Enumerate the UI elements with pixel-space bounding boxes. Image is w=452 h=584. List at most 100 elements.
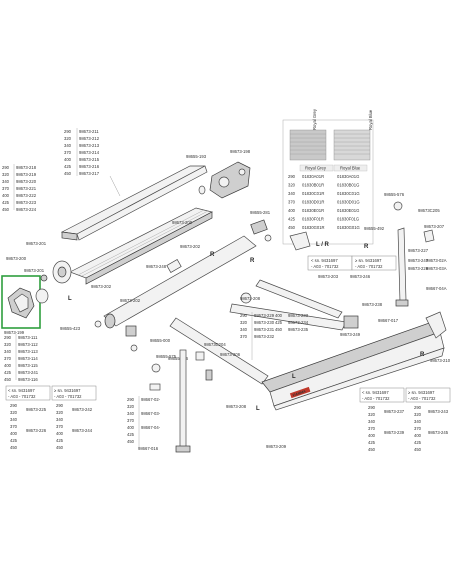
lower-right-size-2: 320 [414, 412, 422, 417]
svg-text:L / R: L / R [316, 242, 330, 248]
svg-text:425: 425 [275, 320, 283, 325]
size-400: 400 [64, 157, 72, 162]
svg-text:400: 400 [4, 363, 12, 368]
svg-text:98655-000: 98655-000 [150, 338, 171, 343]
code-216: 98673-216 [79, 164, 100, 169]
svg-text:98673-113: 98673-113 [18, 349, 38, 354]
svg-text:98673-209: 98673-209 [266, 444, 287, 449]
svg-text:98673-201: 98673-201 [26, 241, 47, 246]
size-320: 320 [64, 136, 72, 141]
fabric-blue-code: 01830E01G [337, 208, 359, 213]
svg-text:98673-116: 98673-116 [18, 377, 38, 382]
svg-text:98667-04-: 98667-04- [141, 425, 161, 430]
svg-text:340: 340 [240, 327, 248, 332]
svg-text:98673-226: 98673-226 [26, 428, 47, 433]
lower-right-size: 370 [368, 426, 376, 431]
fabric-grey-code: 01830E01R [302, 208, 324, 213]
svg-text:< sn. 9431697: < sn. 9431697 [8, 388, 35, 393]
svg-text:98673-228: 98673-228 [408, 266, 429, 271]
lower-right-size: 400 [368, 433, 376, 438]
svg-text:98667-03-: 98667-03- [141, 411, 161, 416]
svg-text:98673-235: 98673-235 [288, 327, 309, 332]
lower-right-size-2: 370 [414, 426, 422, 431]
svg-text:320: 320 [2, 172, 10, 177]
svg-text:290: 290 [240, 313, 248, 318]
svg-text:370: 370 [127, 418, 135, 423]
table-lower-left: 290 320 340 370 400 425 450 98673-111 98… [4, 334, 39, 382]
svg-text:340: 340 [2, 179, 10, 184]
svg-text:< sn. 9431697: < sn. 9431697 [362, 390, 389, 395]
top-right-motor [198, 161, 251, 199]
svg-text:98673-225: 98673-225 [26, 407, 47, 412]
lower-left-size: 450 [10, 445, 18, 450]
svg-text:425: 425 [4, 370, 12, 375]
svg-text:98673-201: 98673-201 [24, 268, 45, 273]
svg-text:98673-206: 98673-206 [220, 352, 241, 357]
support-leg: 98667-016 [138, 349, 191, 453]
svg-text:98673-222: 98673-222 [16, 193, 37, 198]
svg-text:98655-492: 98655-492 [364, 226, 385, 231]
svg-text:98655-206: 98655-206 [168, 356, 189, 361]
svg-text:98673C205: 98673C205 [418, 208, 440, 213]
svg-text:98673-198: 98673-198 [230, 149, 251, 154]
upper-right-parts: 98655-576 98673C205 98655-492 98673-207 … [289, 192, 447, 307]
svg-text:98673-241: 98673-241 [18, 370, 39, 375]
svg-text:98667-04A: 98667-04A [426, 286, 447, 291]
svg-text:98673-202: 98673-202 [91, 284, 112, 289]
svg-text:98655-576: 98655-576 [384, 192, 405, 197]
code-212: 98673-212 [79, 136, 100, 141]
size-340: 340 [64, 143, 72, 148]
lower-left-size: 340 [10, 417, 18, 422]
top-right-bracket [250, 219, 272, 242]
fabric-table: Royal Grey Royal Blue Royal Grey Royal B… [282, 108, 374, 245]
svg-text:98673-208: 98673-208 [240, 296, 261, 301]
fabric-size: 370 [288, 200, 296, 205]
code-213: 98673-213 [79, 143, 100, 148]
size-450: 450 [64, 171, 72, 176]
lower-left-size-2: 340 [56, 417, 64, 422]
swatch-blue-label: Royal Blue [368, 109, 373, 130]
lower-left-size-2: 450 [56, 445, 64, 450]
svg-text:320: 320 [240, 320, 248, 325]
svg-text:450: 450 [275, 327, 283, 332]
svg-text:98673-219: 98673-219 [16, 172, 37, 177]
mid-arms: 98673-208 98673-238 98673-249 98667-017 … [226, 279, 451, 409]
svg-text:98655-575: 98655-575 [156, 354, 177, 359]
fabric-size: 290 [288, 174, 296, 179]
svg-text:R: R [210, 252, 215, 258]
lower-right-size: 320 [368, 412, 376, 417]
svg-text:340: 340 [127, 411, 135, 416]
lower-left-size: 290 [10, 403, 18, 408]
svg-text:FIAMMA: FIAMMA [292, 389, 307, 397]
svg-text:450: 450 [2, 207, 10, 212]
front-profile: FIAMMA L L R 98673-209 [256, 311, 447, 449]
lower-left-arm: 98655-000 98655-206 98673C204 98673-206 … [125, 317, 269, 391]
lower-right-size-2: 425 [414, 440, 422, 445]
svg-text:98673-199: 98673-199 [4, 330, 25, 335]
svg-text:98673-233: 98673-233 [288, 313, 309, 318]
svg-text:Royal Grey: Royal Grey [305, 166, 327, 171]
svg-text:98673-249: 98673-249 [340, 332, 361, 337]
svg-text:98673-111: 98673-111 [18, 335, 38, 340]
svg-text:98673-229: 98673-229 [254, 313, 275, 318]
fabric-size: 320 [288, 183, 296, 188]
svg-text:Royal Blue: Royal Blue [340, 166, 361, 171]
fabric-size: 425 [288, 217, 296, 222]
roller-tube [94, 235, 257, 329]
svg-text:450: 450 [4, 377, 12, 382]
svg-text:98655-423: 98655-423 [60, 326, 81, 331]
svg-text:≥ sn. 9431697: ≥ sn. 9431697 [355, 258, 382, 263]
svg-text:98673-246: 98673-246 [350, 274, 371, 279]
svg-text:98655-193: 98655-193 [186, 154, 207, 159]
royal-blue-swatch [333, 129, 371, 161]
lower-right-size-2: 290 [414, 405, 422, 410]
lower-left-size-2: 400 [56, 431, 64, 436]
svg-text:290: 290 [127, 397, 135, 402]
svg-text:98673-232: 98673-232 [254, 334, 275, 339]
fabric-size: 450 [288, 225, 296, 230]
table-small: 290 320 340 370 400 425 450 98667-02- 98… [127, 396, 161, 448]
svg-text:98673-202: 98673-202 [180, 244, 201, 249]
svg-text:98673-221: 98673-221 [16, 186, 37, 191]
lower-left-size: 370 [10, 424, 18, 429]
svg-text:98673-02A: 98673-02A [426, 258, 447, 263]
